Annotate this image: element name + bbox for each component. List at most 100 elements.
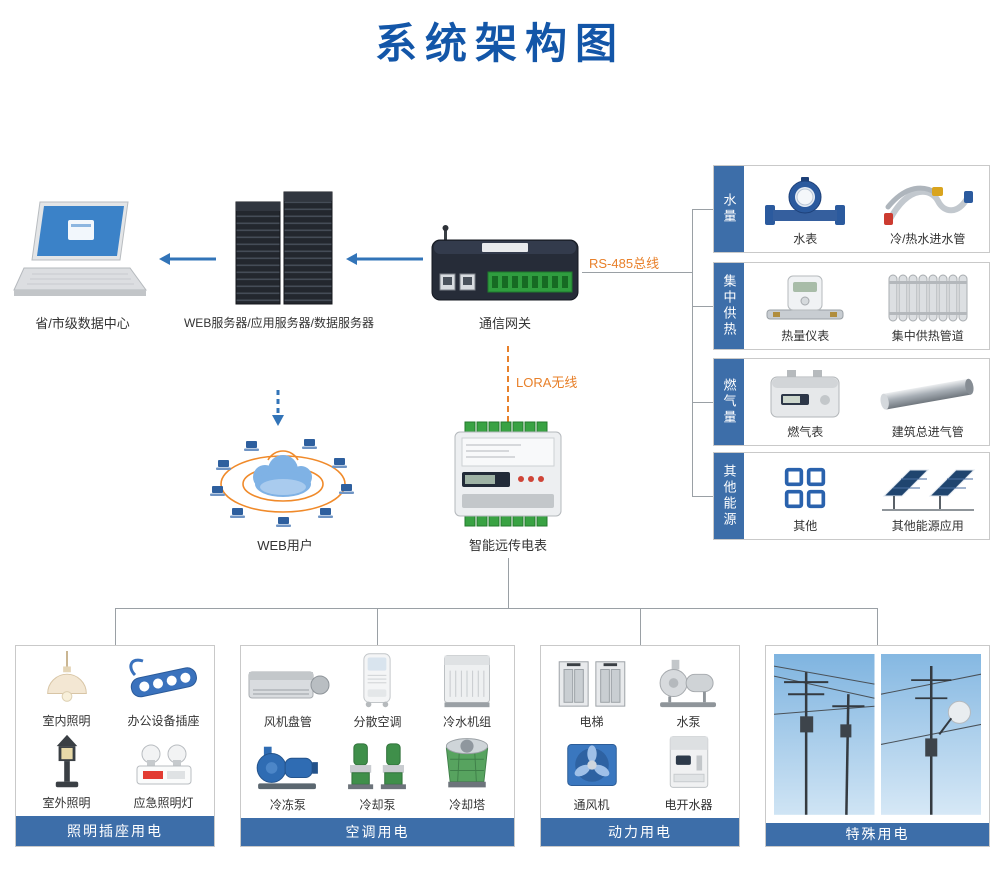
fan-coil-icon	[248, 671, 330, 699]
cooling-pump-icon	[348, 743, 407, 790]
arrow-down-icon	[272, 390, 284, 426]
panel-power-footer: 动力用电	[541, 818, 739, 846]
item-label: 热量仪表	[781, 329, 830, 343]
garden-lamp-icon	[55, 734, 78, 788]
connector-line	[692, 209, 693, 496]
item-label: 水表	[793, 232, 818, 246]
item-label: 电梯	[579, 715, 604, 729]
item-label: 冷水机组	[443, 715, 492, 729]
item-label: 分散空调	[353, 715, 402, 729]
item-label: 室内照明	[42, 714, 91, 728]
panel-lighting: 室内照明 办公设备插座	[15, 645, 215, 847]
pendant-lamp-icon	[46, 651, 87, 702]
gateway-icon	[431, 225, 579, 301]
item-label: 冷冻泵	[269, 798, 306, 812]
servers-label: WEB服务器/应用服务器/数据服务器	[183, 316, 374, 330]
smart-meter-icon	[454, 421, 562, 527]
water-boiler-icon	[669, 736, 708, 788]
connector-line	[692, 402, 713, 403]
page-title: 系统架构图	[374, 20, 625, 67]
chiller-icon	[444, 655, 491, 708]
laptop-icon	[13, 201, 147, 296]
item-label: 应急照明灯	[133, 796, 194, 810]
panel-lighting-item-3: 室外照明	[18, 732, 115, 814]
panel-other-energy-tab: 其他能源	[714, 453, 744, 539]
heat-meter-icon	[766, 275, 844, 320]
connector-line	[115, 608, 877, 609]
water-hoses-icon	[883, 185, 973, 225]
power-strip-icon	[128, 658, 197, 698]
solar-panel-icon	[881, 469, 975, 511]
connector-line	[692, 306, 713, 307]
panel-gas-item-2: 建筑总进气管	[867, 359, 990, 445]
panel-special-footer: 特殊用电	[766, 822, 989, 846]
antenna-photo	[880, 654, 981, 815]
datacenter-label: 省/市级数据中心	[35, 316, 130, 331]
panel-lighting-item-4: 应急照明灯	[115, 732, 212, 814]
panel-heating-tab: 集中供热	[714, 263, 744, 349]
panel-power-item-1: 电梯	[543, 650, 640, 733]
radiator-icon	[888, 274, 968, 322]
connector-line	[640, 608, 641, 645]
item-label: 水泵	[676, 715, 701, 729]
cloud-users-icon	[210, 439, 354, 527]
item-label: 集中供热管道	[891, 329, 964, 343]
item-label: 冷却泵	[359, 798, 396, 812]
panel-power: 电梯 水泵	[540, 645, 740, 847]
connector-line	[877, 608, 878, 645]
panel-lighting-footer: 照明插座用电	[16, 816, 214, 846]
item-label: 室外照明	[42, 796, 91, 810]
item-label: 电开水器	[664, 798, 713, 812]
connector-line	[377, 608, 378, 645]
arrow-left-icon	[346, 253, 423, 265]
server-rack-icon	[235, 191, 333, 305]
water-meter-icon	[765, 177, 846, 225]
panel-hvac: 风机盘管 分散空调	[240, 645, 515, 847]
panel-water-item-2: 冷/热水进水管	[867, 166, 990, 252]
lora-dashed-line	[507, 346, 509, 422]
panel-gas-tab: 燃气量	[714, 359, 744, 445]
panel-other-item-2: 其他能源应用	[867, 453, 990, 539]
panel-gas-item-1: 燃气表	[744, 359, 867, 445]
item-label: 风机盘管	[263, 715, 312, 729]
utility-mast-icon	[880, 654, 981, 815]
panel-heating: 集中供热 热量仪表	[713, 262, 990, 350]
item-label: 燃气表	[787, 425, 824, 439]
panel-gas: 燃气量 燃气表	[713, 358, 990, 446]
gas-meter-icon	[770, 370, 840, 418]
panel-other-energy: 其他能源 其他	[713, 452, 990, 540]
connector-line	[692, 209, 713, 210]
panel-lighting-item-1: 室内照明	[18, 650, 115, 732]
cooling-tower-icon	[446, 738, 489, 788]
portable-ac-icon	[363, 653, 392, 708]
chilled-water-pump-icon	[256, 746, 318, 790]
panel-hvac-item-4: 冷冻泵	[243, 733, 333, 816]
item-label: 通风机	[573, 798, 610, 812]
item-label: 建筑总进气管	[891, 425, 964, 439]
panel-special: 特殊用电	[765, 645, 990, 847]
item-label: 冷/热水进水管	[890, 232, 966, 246]
connector-line	[582, 272, 692, 273]
panel-lighting-item-2: 办公设备插座	[115, 650, 212, 732]
connector-line	[508, 558, 509, 608]
elevator-icon	[558, 661, 625, 707]
panel-hvac-item-5: 冷却泵	[333, 733, 423, 816]
panel-water-tab: 水量	[714, 166, 744, 252]
panel-hvac-item-3: 冷水机组	[422, 650, 512, 733]
powerline-photo	[774, 654, 875, 815]
water-pump-icon	[659, 659, 716, 708]
gas-pipe-icon	[880, 378, 974, 410]
panel-heating-item-1: 热量仪表	[744, 263, 867, 349]
arrow-left-icon	[159, 253, 216, 265]
smart-meter-label: 智能远传电表	[468, 538, 547, 553]
web-users-label: WEB用户	[257, 538, 313, 553]
panel-hvac-item-2: 分散空调	[333, 650, 423, 733]
panel-hvac-item-1: 风机盘管	[243, 650, 333, 733]
panel-hvac-item-6: 冷却塔	[422, 733, 512, 816]
item-label: 冷却塔	[449, 798, 486, 812]
panel-power-item-2: 水泵	[640, 650, 737, 733]
panel-heating-item-2: 集中供热管道	[867, 263, 990, 349]
connector-line	[115, 608, 116, 645]
panel-hvac-footer: 空调用电	[241, 818, 514, 846]
